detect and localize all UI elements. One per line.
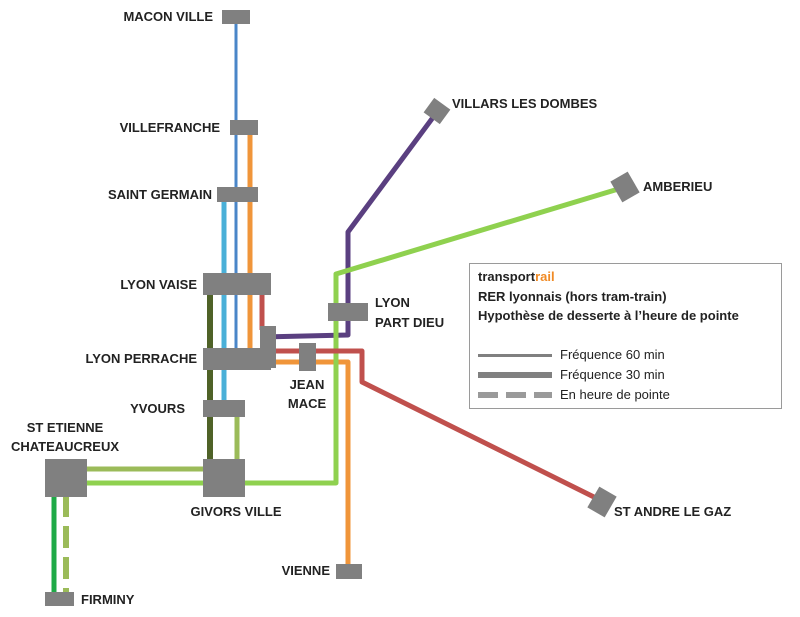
legend-text-peak: En heure de pointe [560, 387, 670, 402]
legend-sample-thin [478, 354, 552, 357]
legend-row-60: Fréquence 60 min [478, 346, 768, 364]
legend-row-30: Fréquence 30 min [478, 366, 768, 384]
label-jean-mace-1: JEAN [290, 377, 325, 392]
station-labels: MACON VILLE VILLEFRANCHE SAINT GERMAIN L… [11, 9, 731, 607]
label-macon: MACON VILLE [123, 9, 213, 24]
legend-sample-dashed [478, 392, 552, 398]
legend-box: transportrail RER lyonnais (hors tram-tr… [469, 263, 782, 409]
label-st-etienne-1: ST ETIENNE [27, 420, 104, 435]
station-lyon-vaise[interactable] [203, 273, 271, 295]
label-st-etienne-2: CHATEAUCREUX [11, 439, 119, 454]
legend-text-60: Fréquence 60 min [560, 347, 665, 362]
line-villars-perrache[interactable] [261, 110, 440, 340]
brand-accent: rail [535, 269, 555, 284]
label-saint-germain: SAINT GERMAIN [108, 187, 212, 202]
station-lyon-perrache[interactable] [203, 348, 271, 370]
station-jean-mace[interactable] [299, 343, 316, 371]
legend-sample-thick [478, 372, 552, 378]
label-villars: VILLARS LES DOMBES [452, 96, 598, 111]
station-macon[interactable] [222, 10, 250, 24]
legend-text-30: Fréquence 30 min [560, 367, 665, 382]
label-yvours: YVOURS [130, 401, 185, 416]
label-villefranche: VILLEFRANCHE [120, 120, 221, 135]
label-part-dieu-2: PART DIEU [375, 315, 444, 330]
station-part-dieu[interactable] [328, 303, 368, 321]
label-jean-mace-2: MACE [288, 396, 327, 411]
station-st-etienne[interactable] [45, 459, 87, 497]
label-part-dieu-1: LYON [375, 295, 410, 310]
label-amberieu: AMBERIEU [643, 179, 712, 194]
stations [45, 10, 640, 606]
label-firminy: FIRMINY [81, 592, 135, 607]
station-givors[interactable] [203, 459, 245, 497]
station-amberieu[interactable] [610, 171, 640, 203]
label-givors: GIVORS VILLE [190, 504, 281, 519]
station-firminy[interactable] [45, 592, 74, 606]
label-lyon-vaise: LYON VAISE [120, 277, 197, 292]
brand-logo: transportrail [478, 269, 555, 284]
label-st-andre: ST ANDRE LE GAZ [614, 504, 731, 519]
station-saint-germain[interactable] [217, 187, 258, 202]
legend-title: RER lyonnais (hors tram-train) [478, 289, 667, 304]
station-st-andre[interactable] [587, 486, 617, 518]
station-perrache-node [260, 326, 276, 368]
legend-row-peak: En heure de pointe [478, 386, 768, 404]
label-vienne: VIENNE [282, 563, 331, 578]
station-vienne[interactable] [336, 564, 362, 579]
station-yvours[interactable] [203, 400, 245, 417]
legend-subtitle: Hypothèse de desserte à l’heure de point… [478, 308, 739, 323]
station-villars[interactable] [423, 97, 451, 125]
brand-prefix: transport [478, 269, 536, 284]
station-villefranche[interactable] [230, 120, 258, 135]
label-lyon-perrache: LYON PERRACHE [86, 351, 198, 366]
